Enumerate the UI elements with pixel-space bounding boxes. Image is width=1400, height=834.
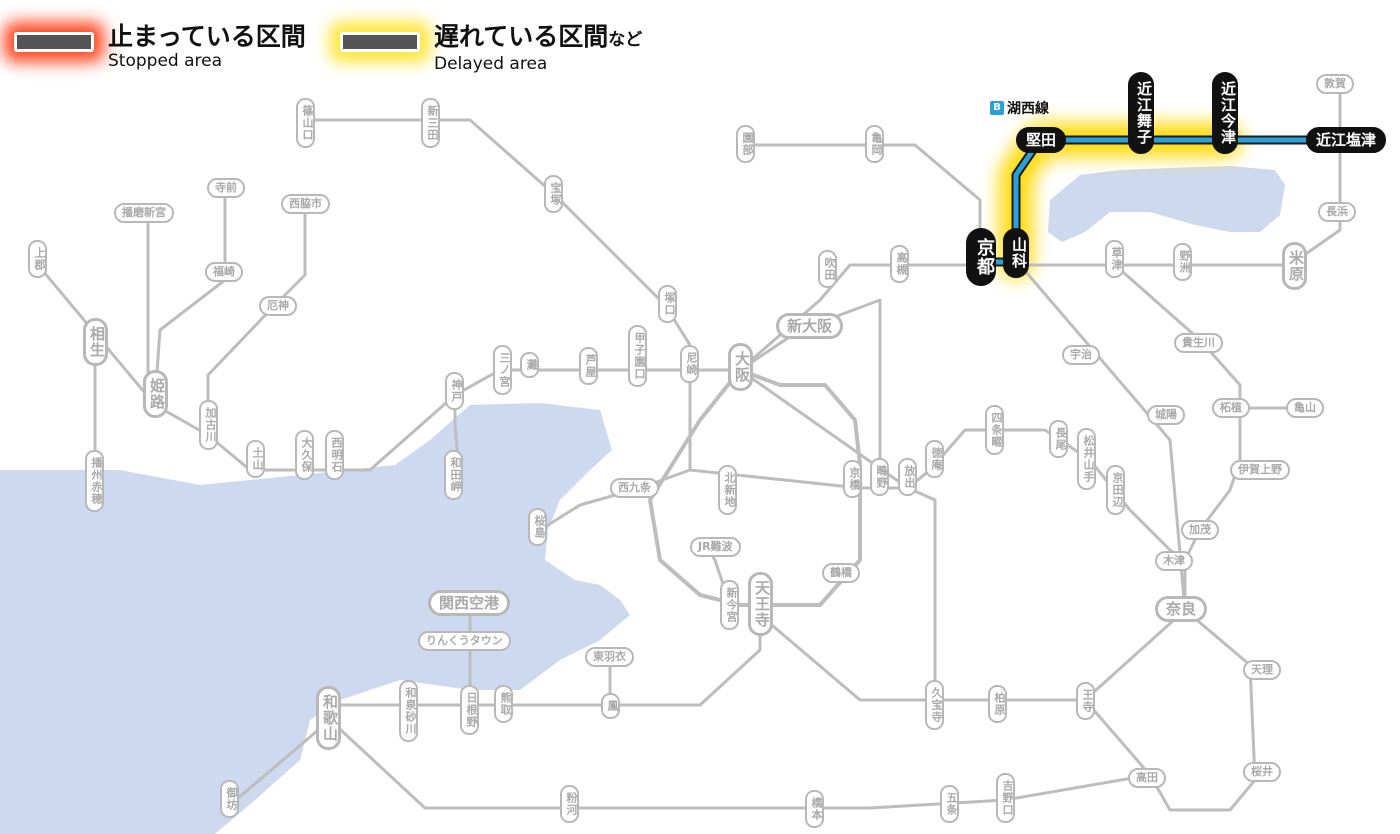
legend-stopped: 止まっている区間 Stopped area <box>14 22 306 70</box>
stopped-swatch <box>14 32 94 52</box>
station-izumisunagawa[interactable]: 和泉砂川 <box>399 680 418 742</box>
station-tsukaguchi[interactable]: 塚口 <box>658 285 677 323</box>
station-yamashina[interactable]: 山科 <box>1003 228 1029 278</box>
station-himeji[interactable]: 姫路 <box>143 370 168 418</box>
station-tokuan[interactable]: 徳庵 <box>925 440 944 478</box>
station-kitashinchi[interactable]: 北新地 <box>718 465 737 515</box>
station-kamigori[interactable]: 上郡 <box>28 240 47 278</box>
station-yakujin[interactable]: 厄神 <box>259 296 297 316</box>
station-osaka[interactable]: 大阪 <box>728 343 753 391</box>
station-kameyama[interactable]: 亀山 <box>1286 398 1324 418</box>
station-yoshinoguchi[interactable]: 吉野口 <box>996 773 1015 823</box>
station-omiimazu[interactable]: 近江今津 <box>1212 72 1238 154</box>
station-hashimoto[interactable]: 橋本 <box>805 790 824 828</box>
station-oji[interactable]: 王寺 <box>1076 682 1095 720</box>
station-tenri[interactable]: 天理 <box>1243 660 1281 680</box>
station-suita[interactable]: 吹田 <box>818 250 837 288</box>
station-rinkutown[interactable]: りんくうタウン <box>418 631 511 651</box>
station-sakurai[interactable]: 桜井 <box>1243 762 1281 782</box>
station-kobe[interactable]: 神戸 <box>445 372 464 410</box>
station-nagao[interactable]: 長尾 <box>1049 420 1068 458</box>
legend-stopped-label: 止まっている区間 <box>108 22 306 51</box>
delayed-swatch <box>340 32 420 52</box>
station-gojo[interactable]: 五条 <box>940 785 959 823</box>
station-sasayamaguchi[interactable]: 篠山口 <box>296 98 315 148</box>
station-takatsuki[interactable]: 高槻 <box>890 245 909 283</box>
station-jyoyo[interactable]: 城陽 <box>1147 405 1185 425</box>
station-okubo[interactable]: 大久保 <box>295 430 314 480</box>
station-uji[interactable]: 宇治 <box>1062 345 1100 365</box>
station-kyobashi[interactable]: 京橋 <box>843 460 862 498</box>
station-tennoji[interactable]: 天王寺 <box>748 572 773 636</box>
legend-delayed-en: Delayed area <box>434 54 548 74</box>
station-kokawa[interactable]: 粉河 <box>560 785 579 823</box>
station-kamo[interactable]: 加茂 <box>1181 520 1219 540</box>
legend-stopped-en: Stopped area <box>108 51 223 71</box>
station-kumatori[interactable]: 熊取 <box>494 685 513 723</box>
station-amagasaki[interactable]: 尼崎 <box>680 345 699 383</box>
station-nada[interactable]: 灘 <box>520 352 539 378</box>
station-nishiakashi[interactable]: 西明石 <box>325 430 344 480</box>
station-kashiwara[interactable]: 柏原 <box>988 685 1007 723</box>
station-kusatsu[interactable]: 草津 <box>1105 240 1124 278</box>
station-sakurajima[interactable]: 桜島 <box>528 508 547 546</box>
station-yasu[interactable]: 野洲 <box>1173 243 1192 281</box>
station-nara[interactable]: 奈良 <box>1155 596 1208 622</box>
station-banshuako[interactable]: 播州赤穂 <box>85 450 104 512</box>
station-koshienguchi[interactable]: 甲子園口 <box>628 325 647 387</box>
line-name: 湖西線 <box>1007 101 1049 117</box>
station-nagahama[interactable]: 長浜 <box>1318 202 1356 222</box>
station-sonobe[interactable]: 園部 <box>736 125 755 163</box>
station-matsuiyamate[interactable]: 松井山手 <box>1077 428 1096 490</box>
station-omishiotsu[interactable]: 近江塩津 <box>1306 127 1387 153</box>
station-otori[interactable]: 鳳 <box>601 693 620 719</box>
station-kameoka[interactable]: 亀岡 <box>865 125 884 163</box>
station-takada[interactable]: 高田 <box>1128 768 1166 788</box>
station-kakogawa[interactable]: 加古川 <box>199 400 218 450</box>
station-maibara[interactable]: 米原 <box>1282 242 1307 290</box>
station-harimashinmiya[interactable]: 播磨新宮 <box>114 203 174 223</box>
station-aioi[interactable]: 相生 <box>83 318 108 366</box>
station-igaueno[interactable]: 伊賀上野 <box>1230 460 1290 480</box>
station-kyuhoji[interactable]: 久宝寺 <box>925 680 944 730</box>
station-omimaiko[interactable]: 近江舞子 <box>1128 72 1154 154</box>
station-higashihagoromo[interactable]: 東羽衣 <box>585 647 634 667</box>
station-kizu[interactable]: 木津 <box>1155 551 1193 571</box>
station-shijonawate[interactable]: 四条畷 <box>985 405 1004 455</box>
station-tsurumibashi[interactable]: 鶴橋 <box>822 563 860 583</box>
station-tsuge[interactable]: 柘植 <box>1212 398 1250 418</box>
station-hineno[interactable]: 日根野 <box>460 685 479 735</box>
station-wadamisaki[interactable]: 和田岬 <box>444 450 463 500</box>
station-shigino[interactable]: 鴫野 <box>870 458 889 496</box>
station-tsuruga[interactable]: 敦賀 <box>1316 74 1354 94</box>
station-teramae[interactable]: 寺前 <box>207 178 245 198</box>
station-hanaten[interactable]: 放出 <box>898 458 917 496</box>
station-wakayama[interactable]: 和歌山 <box>316 686 341 750</box>
station-kibukawa[interactable]: 貴生川 <box>1174 333 1223 353</box>
station-shinimamiya[interactable]: 新今宮 <box>720 580 739 630</box>
lake-biwa-water <box>1048 166 1285 242</box>
station-nishiwakishi[interactable]: 西脇市 <box>281 194 330 214</box>
station-takarazuka[interactable]: 宝塚 <box>544 175 563 213</box>
west-water <box>0 760 100 834</box>
osaka-loop-line <box>648 368 862 607</box>
station-sannomiya[interactable]: 三ノ宮 <box>493 345 512 395</box>
station-kyotanabe[interactable]: 京田辺 <box>1106 465 1125 515</box>
osaka-bay-water <box>0 403 630 834</box>
station-ashiya[interactable]: 芦屋 <box>579 347 598 385</box>
legend-delayed: 遅れている区間など Delayed area <box>340 22 642 73</box>
station-jrnamba[interactable]: JR難波 <box>690 537 741 557</box>
station-fukusaki[interactable]: 福崎 <box>205 262 243 282</box>
line-badge: B <box>990 101 1004 115</box>
station-dobashi[interactable]: 土山 <box>246 440 265 478</box>
station-katata[interactable]: 堅田 <box>1016 127 1067 153</box>
station-gobo[interactable]: 御坊 <box>220 780 239 818</box>
station-kyoto[interactable]: 京都 <box>966 228 996 286</box>
station-shinsanda[interactable]: 新三田 <box>421 98 440 148</box>
station-kansaiairport[interactable]: 関西空港 <box>428 590 511 616</box>
kosei-line-label: B 湖西線 <box>990 98 1049 118</box>
station-shinosaka[interactable]: 新大阪 <box>776 313 844 339</box>
station-nishikujo[interactable]: 西九条 <box>610 478 659 498</box>
legend-delayed-label: 遅れている区間など <box>434 22 643 51</box>
